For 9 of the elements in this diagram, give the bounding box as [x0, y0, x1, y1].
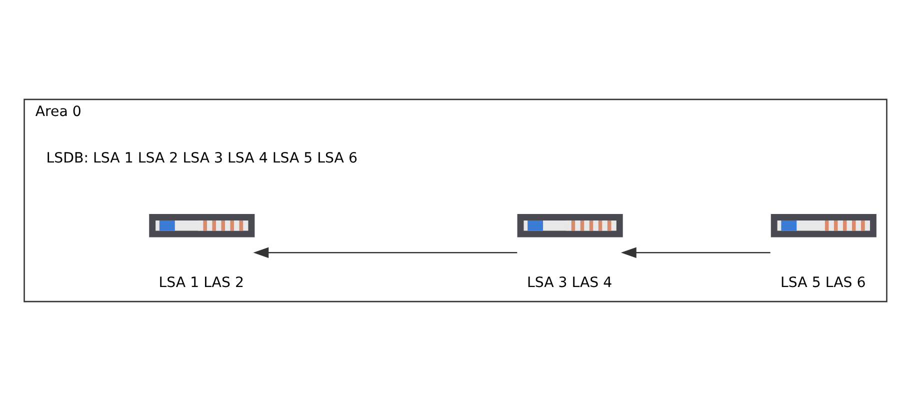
arrow	[253, 247, 518, 258]
node-label: LSA 3 LAS 4	[526, 275, 612, 292]
label: LSDB: LSA 1 LSA 2 LSA 3 LSA 4 LSA 5 LSA 6	[46, 150, 358, 166]
node-router	[149, 214, 255, 238]
node-router	[770, 214, 876, 238]
node-label: LSA 1 LAS 2	[158, 275, 244, 292]
node-label: LSA 5 LAS 6	[780, 275, 866, 292]
arrow	[620, 247, 770, 258]
node-router	[517, 214, 623, 238]
